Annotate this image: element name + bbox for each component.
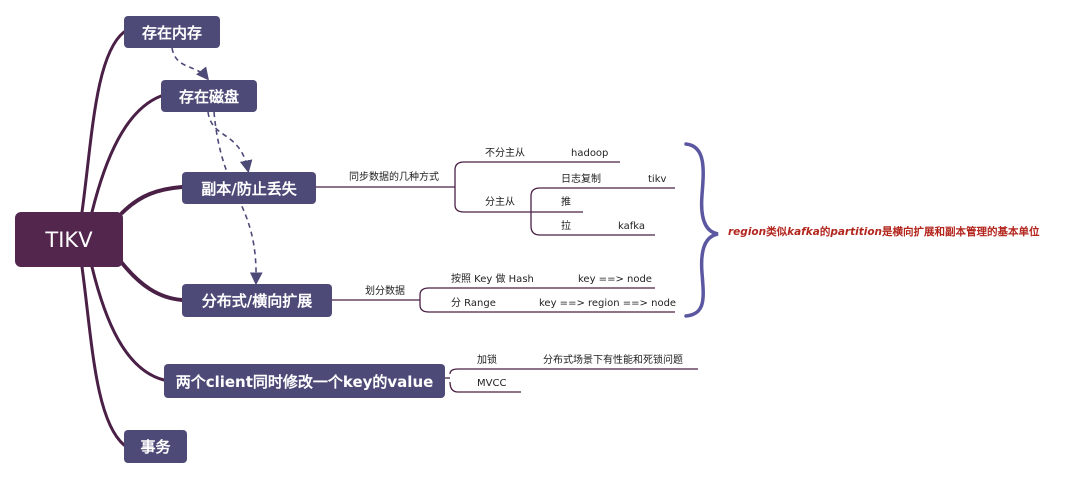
label-pull: 拉 [561,221,571,232]
branch-replica[interactable]: 副本/防止丢失 [182,172,316,204]
summary-brace [684,142,719,318]
note-rest: 是横向扩展和副本管理的基本单位 [882,226,1040,238]
label-lock-note: 分布式场景下有性能和死锁问题 [543,355,683,366]
note-region: region [728,226,767,238]
line-master-slave [454,204,531,213]
note-kafka: kafka [787,226,820,238]
branch-line-replica [120,185,184,215]
label-hash: 按照 Key 做 Hash [451,274,534,285]
branch-disk[interactable]: 存在磁盘 [161,80,257,112]
line-range [419,304,675,313]
root-node-tikv[interactable]: TIKV [15,212,123,267]
label-no-master: 不分主从 [485,148,525,159]
label-mvcc: MVCC [477,378,507,389]
line-log-copy [530,187,675,197]
branch-distributed[interactable]: 分布式/横向扩展 [182,284,332,317]
branch-line-disk [90,94,163,214]
line-hash [419,287,655,296]
branch-memory[interactable]: 存在内存 [124,16,220,48]
label-push: 推 [561,197,571,208]
label-tikv-example: tikv [648,174,667,185]
label-lock: 加锁 [477,355,497,366]
line-no-master [454,161,620,171]
label-kafka-example: kafka [618,221,646,232]
label-range-map: key ==> region ==> node [539,298,677,309]
label-hadoop: hadoop [571,148,609,159]
label-master-slave: 分主从 [485,197,515,208]
arrow-memory-to-disk [171,47,209,81]
note-partition: partition [830,226,883,238]
label-range: 分 Range [451,298,496,309]
branch-line-memory [80,30,126,214]
line-mvcc [449,381,521,393]
arrow-disk-to-replica [207,111,253,174]
branch-line-transaction [80,265,126,447]
branch-transaction[interactable]: 事务 [124,430,187,463]
branch-line-concurrent [90,265,166,382]
branch-concurrent-write[interactable]: 两个client同时修改一个key的value [164,364,445,398]
line-pull [530,225,655,236]
label-sync-methods: 同步数据的几种方式 [349,172,439,183]
line-lock [449,368,698,375]
label-hash-map: key ==> node [578,274,652,285]
summary-note: region类似kafka的partition是横向扩展和副本管理的基本单位 [728,225,1040,239]
branch-line-distributed [120,261,184,302]
label-partition: 划分数据 [365,286,405,297]
note-similar: 类似 [766,226,788,238]
label-log-copy: 日志复制 [561,174,601,185]
note-of: 的 [819,226,831,238]
